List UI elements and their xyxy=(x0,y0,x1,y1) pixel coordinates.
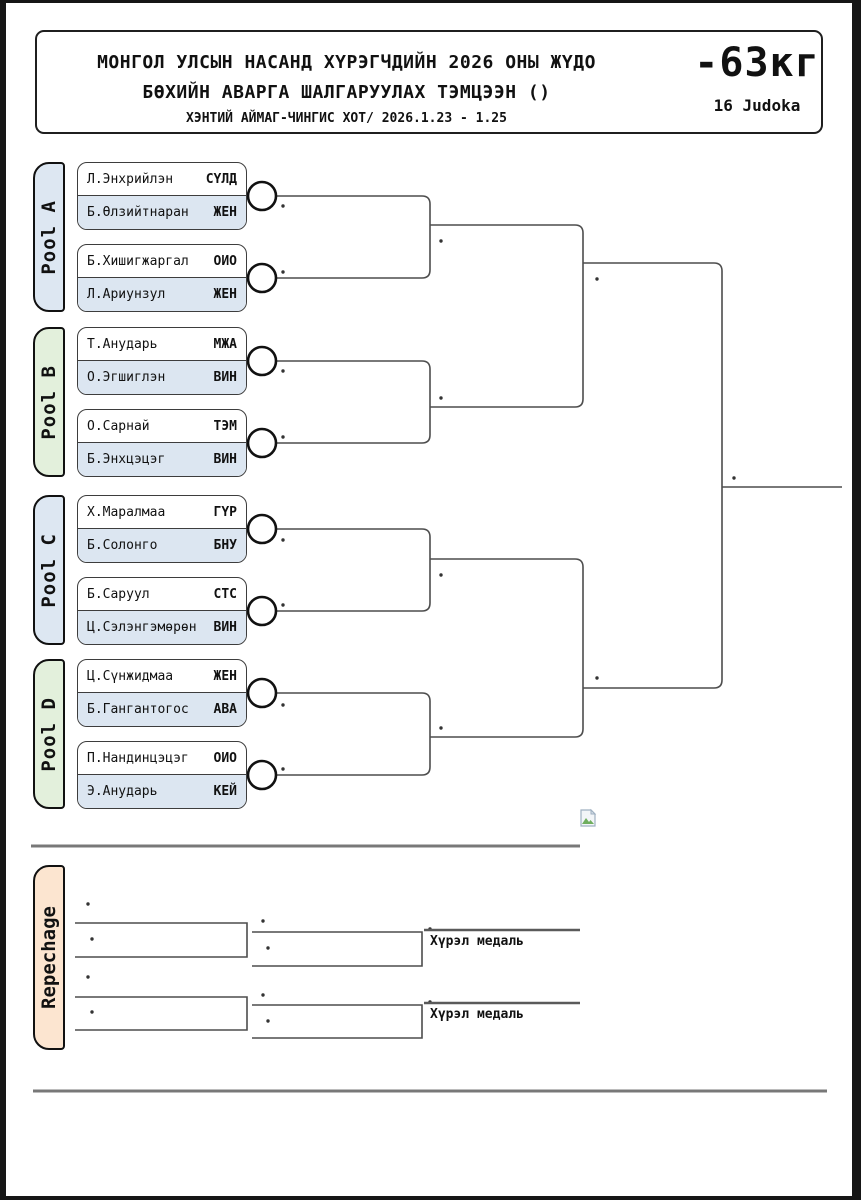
competitor-row: Л.Ариунзул ЖЕН xyxy=(78,277,246,311)
competitor-name: Ц.Сүнжидмаа xyxy=(87,668,174,684)
competitor-club: ВИН xyxy=(213,620,237,636)
competitor-name: Б.Өлзийтнаран xyxy=(87,205,189,221)
match-box-d2: П.Нандинцэцэг ОИО Э.Анударь КЕЙ xyxy=(77,741,247,809)
competitor-row: П.Нандинцэцэг ОИО xyxy=(78,742,246,774)
judoka-count: 16 Judoka xyxy=(713,96,801,115)
competitor-name: Л.Энхрийлэн xyxy=(87,171,174,187)
final-connector xyxy=(583,262,842,689)
page-edge-bottom xyxy=(0,1196,861,1200)
competitor-club: КЕЙ xyxy=(213,784,237,800)
competitor-club: ОИО xyxy=(213,253,237,269)
competitor-name: Б.Саруул xyxy=(87,586,150,602)
pool-d-label: Pool D xyxy=(33,659,65,809)
competitor-row: Э.Анударь КЕЙ xyxy=(78,774,246,808)
repechage-label: Repechage xyxy=(33,865,65,1050)
section-dividers xyxy=(31,844,827,1093)
match-box-b2: О.Сарнай ТЭМ Б.Энхцэцэг ВИН xyxy=(77,409,247,477)
competitor-club: СТС xyxy=(213,586,237,602)
page-edge-top xyxy=(0,0,861,3)
event-location-dates: ХЭНТИЙ АЙМАГ-ЧИНГИС ХОТ/ 2026.1.23 - 1.2… xyxy=(186,111,507,126)
competitor-name: Б.Хишигжаргал xyxy=(87,253,189,269)
competitor-name: П.Нандинцэцэг xyxy=(87,750,189,766)
competitor-row: Б.Хишигжаргал ОИО xyxy=(78,245,246,277)
competitor-name: Л.Ариунзул xyxy=(87,287,166,303)
competitor-club: ВИН xyxy=(213,452,237,468)
broken-image-icon xyxy=(580,808,597,827)
competitor-row: Ц.Сэлэнгэмөрөн ВИН xyxy=(78,610,246,644)
competitor-row: О.Эгшиглэн ВИН xyxy=(78,360,246,394)
pool-a-label: Pool A xyxy=(33,162,65,312)
competitor-name: Б.Гангантогос xyxy=(87,702,189,718)
competitor-row: Б.Гангантогос АВА xyxy=(78,692,246,726)
bronze-medal-label-2: Хүрэл медаль xyxy=(430,1007,524,1022)
competitor-club: ГҮР xyxy=(213,504,237,520)
competitor-name: Х.Маралмаа xyxy=(87,504,166,520)
title-line-2: БӨХИЙН АВАРГА ШАЛГАРУУЛАХ ТЭМЦЭЭН () xyxy=(142,82,551,103)
match-box-d1: Ц.Сүнжидмаа ЖЕН Б.Гангантогос АВА xyxy=(77,659,247,727)
competitor-row: Б.Солонго БНУ xyxy=(78,528,246,562)
competitor-row: Б.Саруул СТС xyxy=(78,578,246,610)
competitor-name: О.Сарнай xyxy=(87,418,150,434)
competitor-club: ЖЕН xyxy=(213,287,237,303)
competitor-name: Т.Анударь xyxy=(87,336,158,352)
competitor-row: Ц.Сүнжидмаа ЖЕН xyxy=(78,660,246,692)
quarterfinal-connectors xyxy=(276,195,431,776)
match-box-c1: Х.Маралмаа ГҮР Б.Солонго БНУ xyxy=(77,495,247,563)
header-titles: МОНГОЛ УЛСЫН НАСАНД ХҮРЭГЧДИЙН 2026 ОНЫ … xyxy=(39,32,654,132)
title-line-1: МОНГОЛ УЛСЫН НАСАНД ХҮРЭГЧДИЙН 2026 ОНЫ … xyxy=(97,52,596,73)
page-edge-right xyxy=(852,0,861,1200)
competitor-row: О.Сарнай ТЭМ xyxy=(78,410,246,442)
bronze-medal-label-1: Хүрэл медаль xyxy=(430,934,524,949)
competitor-club: СҮЛД xyxy=(205,171,237,187)
competitor-name: Ц.Сэлэнгэмөрөн xyxy=(87,620,197,636)
competitor-row: Б.Энхцэцэг ВИН xyxy=(78,442,246,476)
competitor-club: ЖЕН xyxy=(213,205,237,221)
competitor-club: ОИО xyxy=(213,750,237,766)
weight-class: -63кг xyxy=(694,40,820,86)
competitor-name: Б.Солонго xyxy=(87,538,158,554)
competitor-row: Х.Маралмаа ГҮР xyxy=(78,496,246,528)
match-box-a1: Л.Энхрийлэн СҮЛД Б.Өлзийтнаран ЖЕН xyxy=(77,162,247,230)
competitor-name: О.Эгшиглэн xyxy=(87,370,166,386)
competitor-club: МЖА xyxy=(213,336,237,352)
semifinal-connectors xyxy=(430,224,584,738)
pool-b-label: Pool B xyxy=(33,327,65,477)
match-box-a2: Б.Хишигжаргал ОИО Л.Ариунзул ЖЕН xyxy=(77,244,247,312)
match-box-c2: Б.Саруул СТС Ц.Сэлэнгэмөрөн ВИН xyxy=(77,577,247,645)
competitor-row: Л.Энхрийлэн СҮЛД xyxy=(78,163,246,195)
competitor-name: Б.Энхцэцэг xyxy=(87,452,166,468)
weight-class-block: -63кг 16 Judoka xyxy=(677,32,837,132)
repechage-connectors xyxy=(75,922,423,1039)
header-box: МОНГОЛ УЛСЫН НАСАНД ХҮРЭГЧДИЙН 2026 ОНЫ … xyxy=(35,30,823,134)
competitor-club: ТЭМ xyxy=(213,418,237,434)
page-edge-left xyxy=(0,0,6,1200)
competitor-club: АВА xyxy=(213,702,237,718)
competitor-club: БНУ xyxy=(213,538,237,554)
competitor-club: ЖЕН xyxy=(213,668,237,684)
competitor-name: Э.Анударь xyxy=(87,784,158,800)
competitor-club: ВИН xyxy=(213,370,237,386)
competitor-row: Т.Анударь МЖА xyxy=(78,328,246,360)
winner-circles xyxy=(246,180,278,791)
match-box-b1: Т.Анударь МЖА О.Эгшиглэн ВИН xyxy=(77,327,247,395)
competitor-row: Б.Өлзийтнаран ЖЕН xyxy=(78,195,246,229)
pool-c-label: Pool C xyxy=(33,495,65,645)
